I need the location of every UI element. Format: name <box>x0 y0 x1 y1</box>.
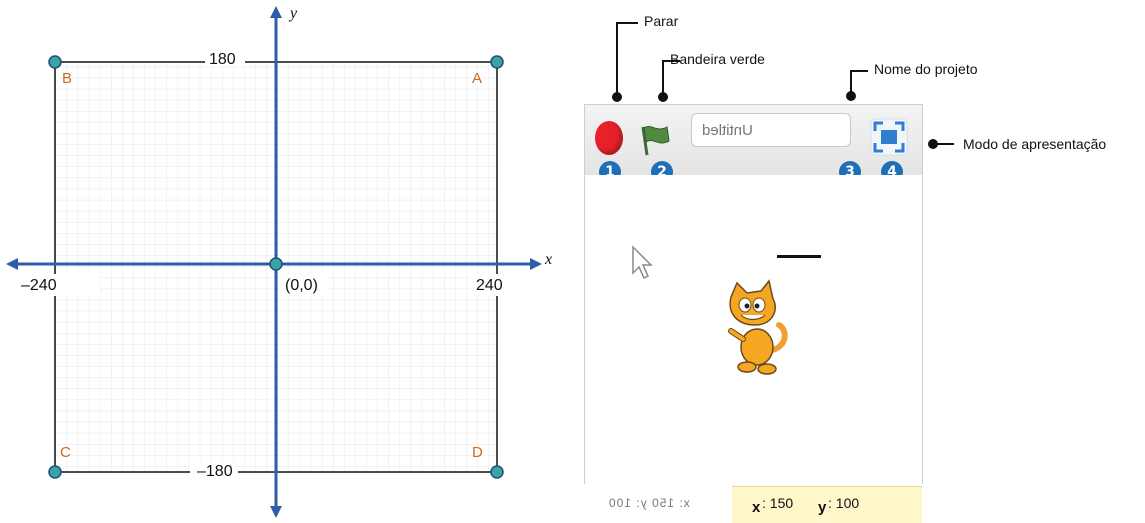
left-boundary-label: –240 <box>21 277 57 294</box>
corner-label-c: C <box>60 444 71 461</box>
mouse-y-label: y <box>818 499 826 516</box>
callout-flag-dot <box>658 92 668 102</box>
dash-mark <box>777 255 821 258</box>
scratch-stage-window: Untitled 1 2 3 4 <box>584 104 923 484</box>
stage-canvas[interactable] <box>585 175 922 485</box>
point-c <box>49 466 61 478</box>
callout-stop-line-v <box>616 22 618 94</box>
presentation-mode-icon[interactable] <box>869 117 909 157</box>
callout-flag-text: Bandeira verde <box>670 51 765 67</box>
y-axis-name: y <box>288 5 298 22</box>
right-boundary-label: 240 <box>476 277 503 294</box>
corner-label-b: B <box>62 70 72 87</box>
bottom-boundary-label: –180 <box>197 463 233 480</box>
mouse-pointer-icon <box>629 245 653 281</box>
corner-label-a: A <box>472 70 482 87</box>
scratch-cat-sprite <box>717 279 797 379</box>
callout-present-text: Modo de apresentação <box>963 136 1106 152</box>
point-a <box>491 56 503 68</box>
mouse-y-value: : 100 <box>828 495 859 511</box>
mirrored-coordinates: x: 150 y: 100 <box>608 496 690 510</box>
callout-present-line-h <box>934 143 954 145</box>
project-name-field[interactable]: Untitled <box>691 113 851 147</box>
callout-stop-line-h <box>616 22 638 24</box>
point-origin <box>270 258 282 270</box>
callout-name-text: Nome do projeto <box>874 61 978 77</box>
callout-flag-line-v <box>662 60 664 94</box>
point-d <box>491 466 503 478</box>
coordinate-plane-diagram: x y 180 –180 –240 240 (0,0) B A C D <box>0 0 560 522</box>
mouse-coordinates: x : 150 y : 100 <box>732 486 922 523</box>
stop-button[interactable] <box>595 121 623 155</box>
stage-status-bar: x: 150 y: 100 x : 150 y : 100 <box>584 486 923 522</box>
point-b <box>49 56 61 68</box>
callout-name-dot <box>846 91 856 101</box>
corner-label-d: D <box>472 444 483 461</box>
callout-stop-dot <box>612 92 622 102</box>
mouse-x-label: x <box>752 499 760 516</box>
top-boundary-label: 180 <box>209 51 236 68</box>
stage-toolbar: Untitled 1 2 3 4 <box>585 105 922 175</box>
green-flag-icon[interactable] <box>637 119 673 159</box>
x-axis-name: x <box>544 251 552 268</box>
origin-label: (0,0) <box>285 277 318 294</box>
callout-name-line-h <box>850 70 868 72</box>
callout-stop-text: Parar <box>644 13 678 29</box>
mouse-x-value: : 150 <box>762 495 793 511</box>
